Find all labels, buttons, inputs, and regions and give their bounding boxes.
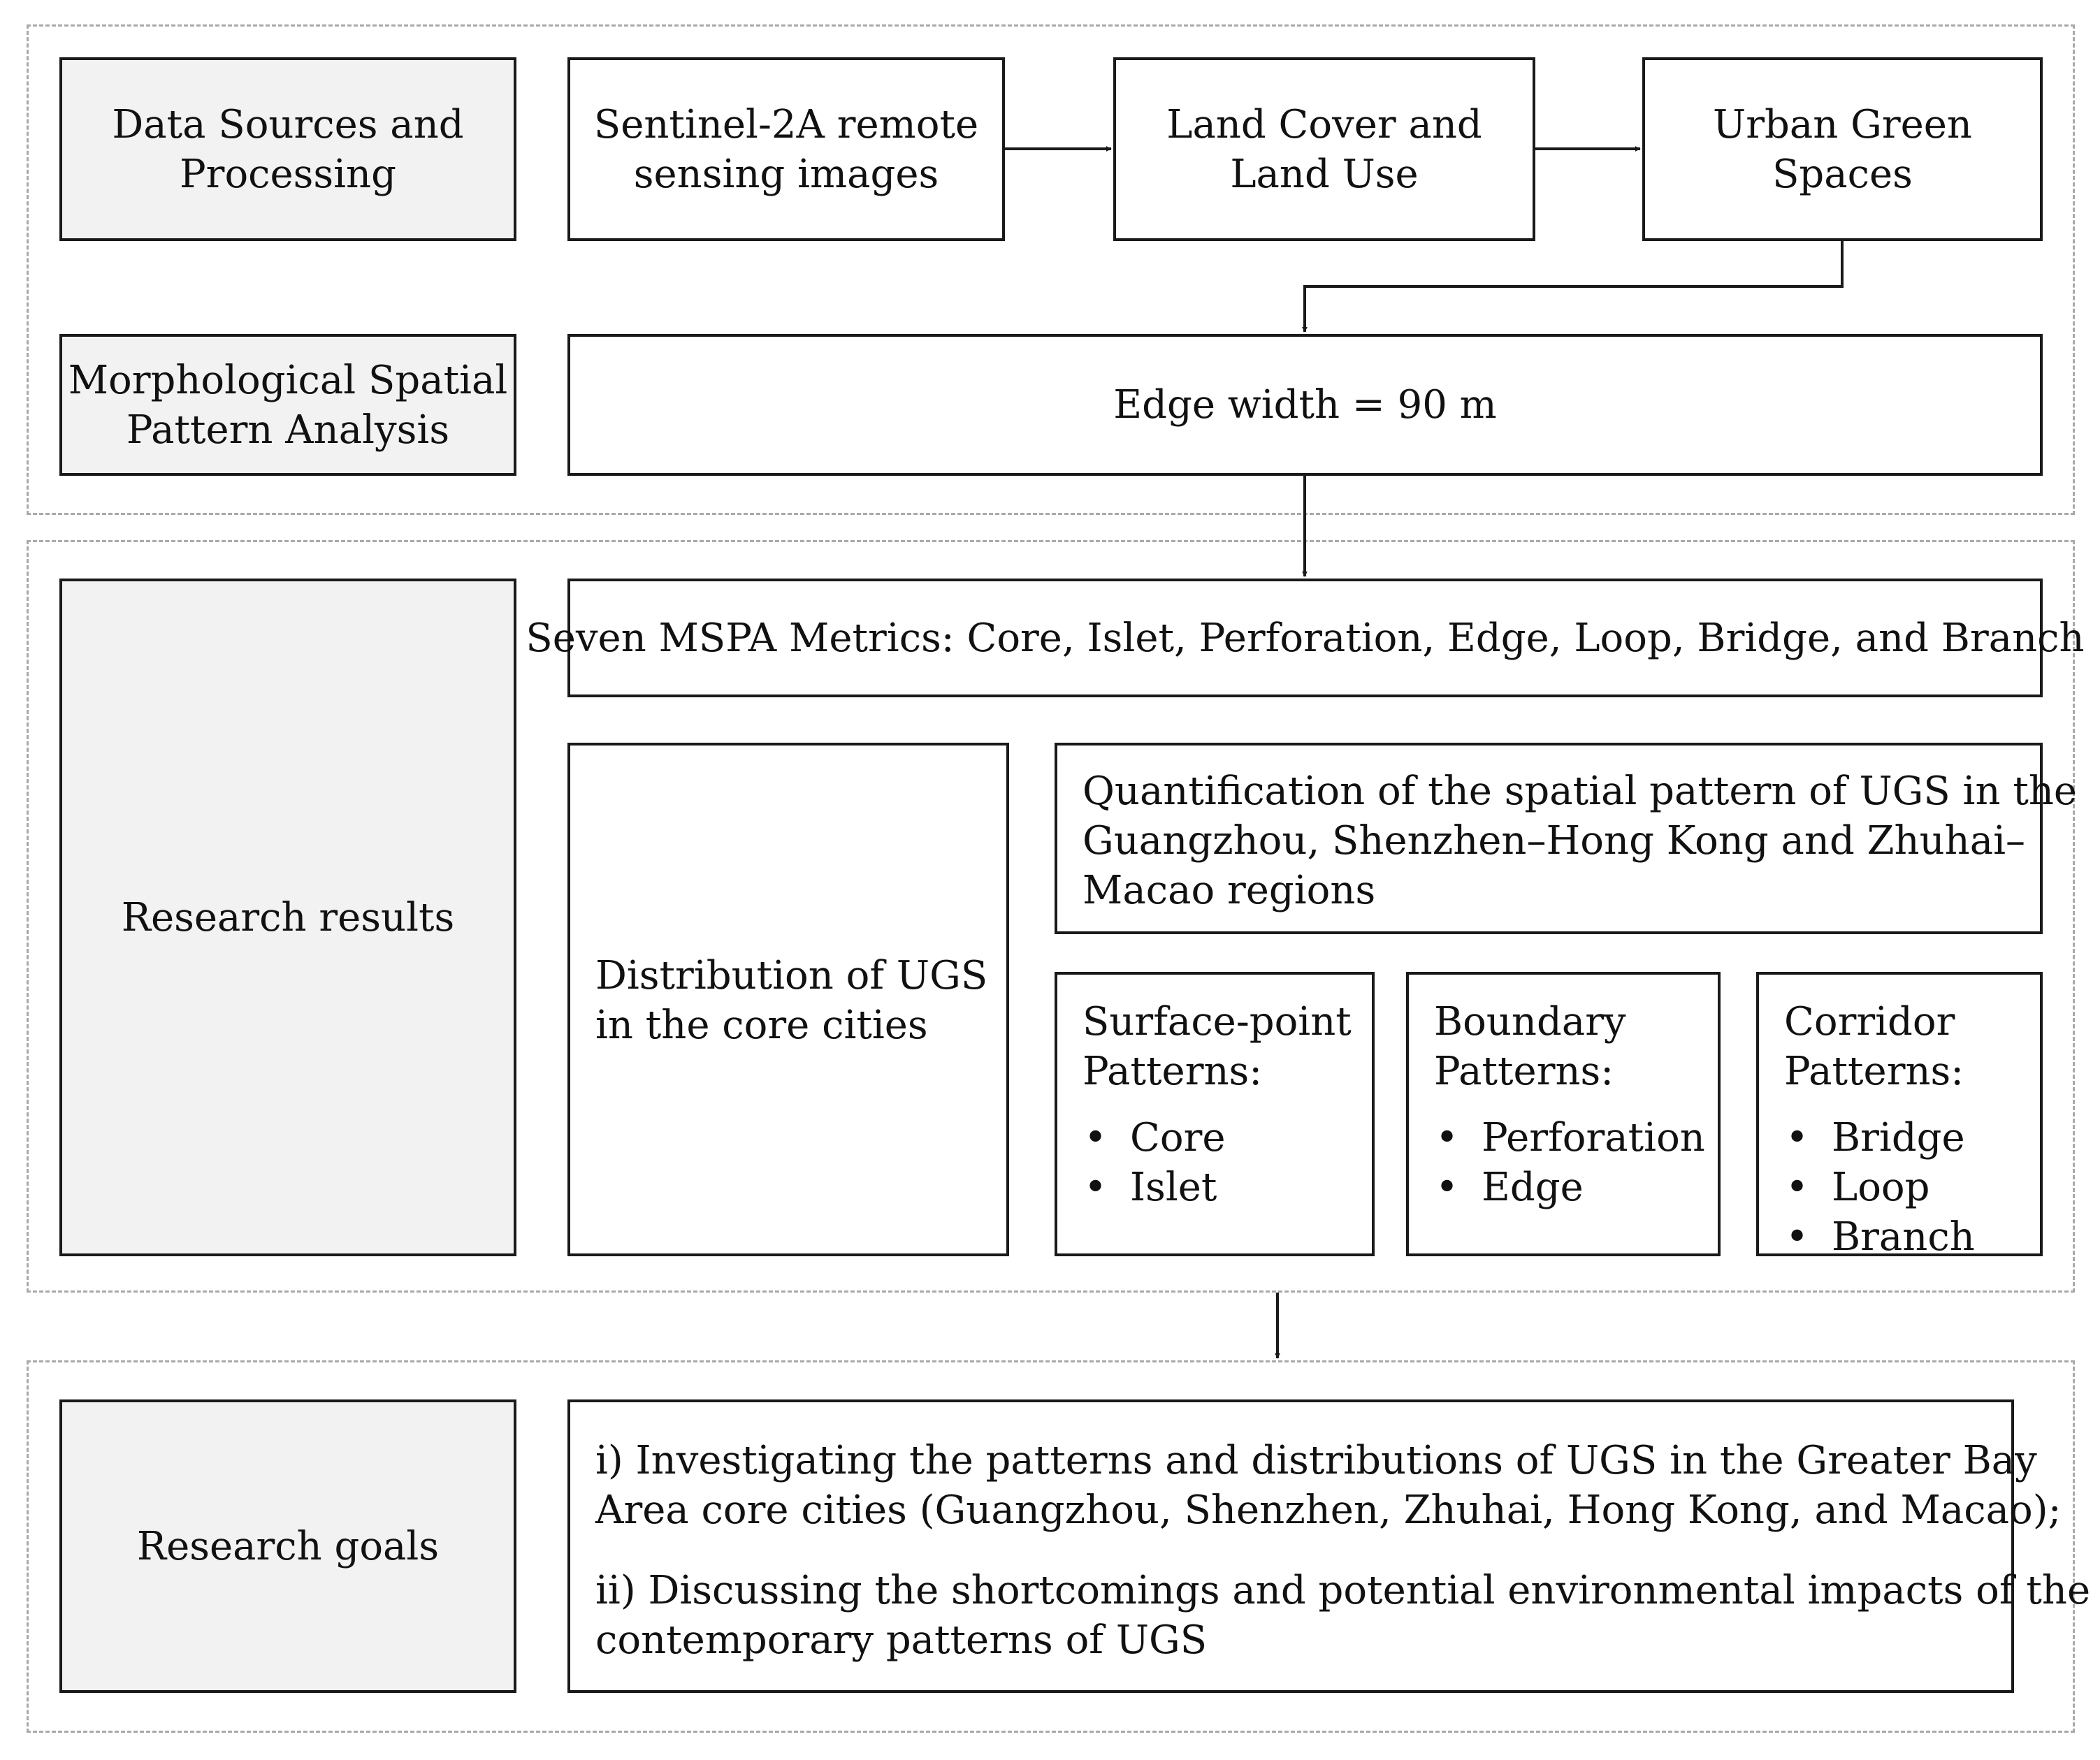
- boundary-patterns-box: Boundary Patterns: Perforation Edge: [1406, 972, 1721, 1256]
- list-item: Core: [1082, 1113, 1347, 1163]
- arrow-ugs-to-edge-width: [1302, 241, 1844, 333]
- corridor-patterns-box: Corridor Patterns: Bridge Loop Branch: [1756, 972, 2043, 1262]
- data-sources-label-line-1: Data Sources and: [112, 101, 464, 147]
- distribution-box: Distribution of UGS in the core cities: [567, 743, 1009, 1256]
- urban-green-spaces-box: Urban Green Spaces: [1642, 57, 2043, 241]
- corridor-title-1: Corridor: [1784, 999, 1955, 1045]
- mspa-metrics-text: Seven MSPA Metrics: Core, Islet, Perfora…: [526, 615, 2085, 661]
- research-results-label-box: Research results: [59, 579, 516, 1256]
- surface-point-title-2: Patterns:: [1082, 1049, 1263, 1094]
- section-research-results: [27, 540, 2075, 1293]
- quantification-box: Quantification of the spatial pattern of…: [1055, 743, 2078, 934]
- sentinel-box: Sentinel-2A remote sensing images: [567, 57, 1005, 241]
- ugs-line-1: Urban Green: [1713, 101, 1972, 147]
- land-cover-line-1: Land Cover and: [1166, 101, 1482, 147]
- section-data-processing: [27, 24, 2075, 515]
- quantification-line-2: Guangzhou, Shenzhen–Hong Kong and Zhuhai…: [1082, 818, 2026, 864]
- research-goals-box: i) Investigating the patterns and distri…: [567, 1399, 2091, 1693]
- ugs-line-2: Spaces: [1772, 151, 1913, 197]
- goal-2-line-1: ii) Discussing the shortcomings and pote…: [595, 1568, 2091, 1613]
- goal-2-line-2: contemporary patterns of UGS: [595, 1617, 1208, 1663]
- land-cover-box: Land Cover and Land Use: [1113, 57, 1535, 241]
- corridor-list: Bridge Loop Branch: [1784, 1113, 2015, 1262]
- section-research-goals: [27, 1360, 2075, 1733]
- land-cover-line-2: Land Use: [1230, 151, 1419, 197]
- list-item: Perforation: [1434, 1113, 1705, 1163]
- quantification-line-1: Quantification of the spatial pattern of…: [1082, 769, 2078, 814]
- boundary-title-2: Patterns:: [1434, 1049, 1614, 1094]
- list-item: Branch: [1784, 1212, 2015, 1262]
- boundary-list: Perforation Edge: [1434, 1113, 1705, 1212]
- list-item: Islet: [1082, 1163, 1347, 1212]
- distribution-line-1: Distribution of UGS: [595, 953, 988, 998]
- sentinel-line-2: sensing images: [633, 151, 939, 197]
- mspa-label-line-2: Pattern Analysis: [126, 407, 450, 453]
- list-item: Loop: [1784, 1163, 2015, 1212]
- mspa-metrics-box: Seven MSPA Metrics: Core, Islet, Perfora…: [526, 579, 2085, 697]
- edge-width-box: Edge width = 90 m: [567, 334, 2043, 476]
- list-item: Bridge: [1784, 1113, 2015, 1163]
- quantification-line-3: Macao regions: [1082, 868, 1376, 913]
- research-goals-label-box: Research goals: [59, 1399, 516, 1693]
- corridor-title-2: Patterns:: [1784, 1049, 1964, 1094]
- surface-point-title-1: Surface-point: [1082, 999, 1352, 1045]
- edge-width-text: Edge width = 90 m: [1113, 382, 1497, 428]
- data-sources-label-line-2: Processing: [180, 151, 396, 197]
- research-results-label: Research results: [121, 894, 455, 940]
- distribution-line-2: in the core cities: [595, 1003, 928, 1048]
- goal-1-line-2: Area core cities (Guangzhou, Shenzhen, Z…: [595, 1488, 2062, 1533]
- research-goals-label: Research goals: [136, 1523, 440, 1569]
- surface-point-list: Core Islet: [1082, 1113, 1347, 1212]
- mspa-label-box: Morphological Spatial Pattern Analysis: [59, 334, 516, 476]
- list-item: Edge: [1434, 1163, 1693, 1212]
- surface-point-patterns-box: Surface-point Patterns: Core Islet: [1055, 972, 1375, 1256]
- sentinel-line-1: Sentinel-2A remote: [593, 101, 979, 147]
- goal-1-line-1: i) Investigating the patterns and distri…: [595, 1438, 2037, 1483]
- mspa-label-line-1: Morphological Spatial: [68, 357, 508, 403]
- data-sources-label-box: Data Sources and Processing: [59, 57, 516, 241]
- boundary-title-1: Boundary: [1434, 999, 1626, 1045]
